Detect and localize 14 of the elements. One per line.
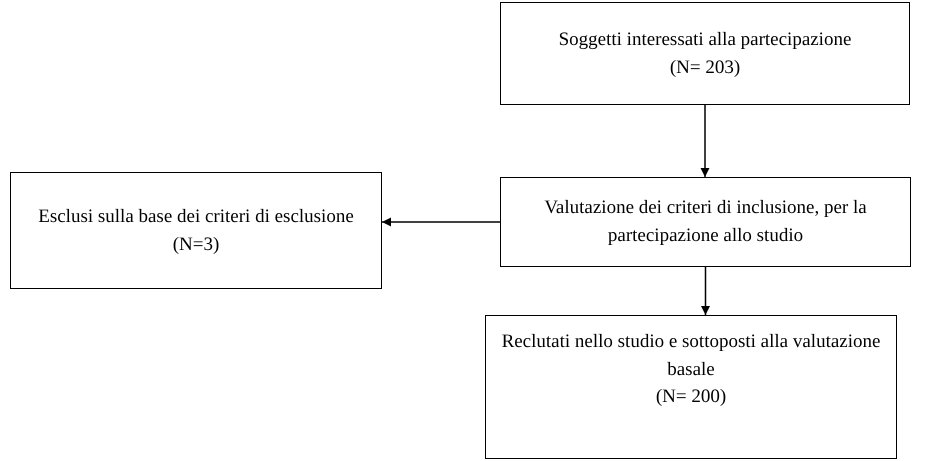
arrow	[700, 105, 710, 177]
process-box	[485, 315, 897, 459]
box-text: (N= 200)	[656, 385, 726, 410]
box-text: (N=3)	[172, 232, 220, 256]
box-text: Valutazione dei criteri di inclusione, per la partecipazione allo studio	[543, 196, 868, 248]
process-box	[10, 172, 382, 289]
box-text: (N= 203)	[670, 56, 740, 80]
box-text: Reclutati nello studio e sottoposti alla valutazione basale	[500, 330, 882, 382]
arrow	[701, 267, 710, 315]
box-text: Soggetti interessati alla partecipazione	[558, 28, 852, 52]
arrow	[382, 218, 500, 226]
process-box	[500, 177, 911, 267]
box-text: Esclusi sulla base dei criteri di esclusione	[38, 204, 354, 229]
process-box	[500, 2, 910, 105]
